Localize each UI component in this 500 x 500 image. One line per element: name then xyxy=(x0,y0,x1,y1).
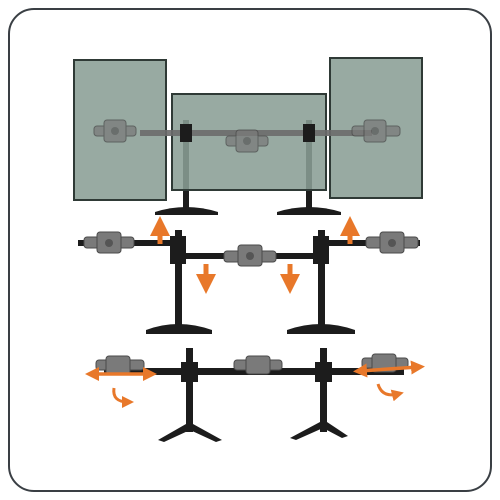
panel-height-adjustment xyxy=(78,216,420,334)
rotate-arrow-icon xyxy=(112,387,134,408)
rotate-arrow-icon xyxy=(376,383,404,402)
panel-swivel-adjustment xyxy=(85,348,425,442)
vesa-bracket-left xyxy=(93,119,137,143)
vesa-bracket-center xyxy=(225,129,269,153)
monitor-center xyxy=(171,93,327,191)
vesa-bracket-right xyxy=(365,231,419,254)
vesa-bracket-center xyxy=(233,355,283,375)
arrow-left-right-icon xyxy=(353,360,425,378)
vesa-bracket-center xyxy=(223,244,277,267)
vesa-bracket-right xyxy=(351,119,401,143)
panel-monitors-mounted xyxy=(73,57,423,215)
vesa-bracket-left xyxy=(83,231,135,254)
